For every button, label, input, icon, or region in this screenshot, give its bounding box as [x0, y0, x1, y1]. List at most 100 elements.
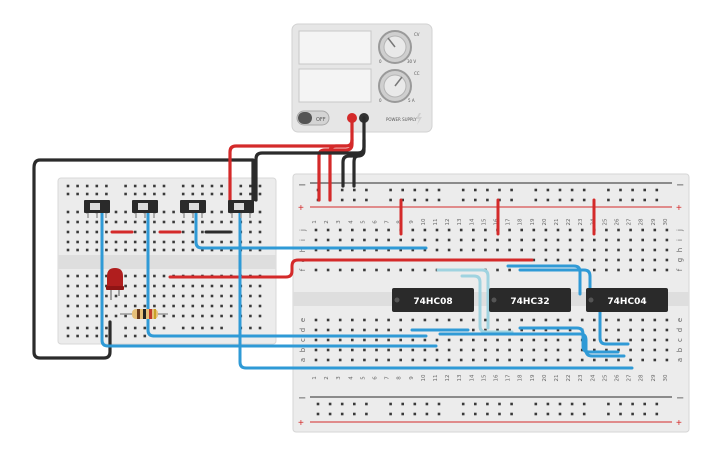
- breadboard-hole[interactable]: [387, 318, 390, 322]
- breadboard-hole[interactable]: [484, 238, 487, 242]
- breadboard-hole[interactable]: [66, 220, 70, 224]
- breadboard-hole[interactable]: [435, 248, 439, 252]
- breadboard-hole[interactable]: [447, 248, 451, 252]
- breadboard-hole[interactable]: [508, 228, 511, 232]
- breadboard-hole[interactable]: [447, 238, 451, 242]
- breadboard-hole[interactable]: [172, 284, 175, 288]
- breadboard-hole[interactable]: [617, 348, 620, 352]
- breadboard-hole[interactable]: [665, 338, 669, 342]
- breadboard-hole[interactable]: [191, 220, 195, 224]
- breadboard-hole[interactable]: [532, 318, 536, 322]
- breadboard-hole[interactable]: [239, 192, 243, 196]
- breadboard-hole[interactable]: [220, 294, 223, 298]
- breadboard-hole[interactable]: [105, 314, 108, 318]
- breadboard-hole[interactable]: [593, 268, 596, 272]
- breadboard-hole[interactable]: [387, 348, 390, 352]
- breadboard-hole[interactable]: [472, 358, 475, 362]
- breadboard-hole[interactable]: [558, 402, 562, 406]
- breadboard-hole[interactable]: [619, 412, 622, 416]
- breadboard-hole[interactable]: [375, 348, 378, 352]
- breadboard-hole[interactable]: [474, 402, 477, 406]
- breadboard-hole[interactable]: [641, 248, 644, 252]
- breadboard-hole[interactable]: [258, 240, 262, 244]
- breadboard-hole[interactable]: [486, 412, 489, 416]
- breadboard-hole[interactable]: [435, 238, 439, 242]
- breadboard-hole[interactable]: [570, 402, 574, 406]
- breadboard-hole[interactable]: [665, 238, 669, 242]
- breadboard-hole[interactable]: [580, 358, 584, 362]
- breadboard-hole[interactable]: [411, 228, 415, 232]
- breadboard-hole[interactable]: [546, 188, 550, 192]
- breadboard-hole[interactable]: [220, 284, 223, 288]
- breadboard-hole[interactable]: [641, 318, 644, 322]
- breadboard-hole[interactable]: [328, 402, 332, 406]
- breadboard-hole[interactable]: [653, 348, 657, 352]
- breadboard-hole[interactable]: [411, 238, 415, 242]
- breadboard-hole[interactable]: [338, 358, 342, 362]
- breadboard-hole[interactable]: [399, 238, 402, 242]
- breadboard-hole[interactable]: [498, 412, 501, 416]
- breadboard-hole[interactable]: [338, 348, 342, 352]
- breadboard-hole[interactable]: [143, 334, 147, 338]
- breadboard-hole[interactable]: [365, 188, 368, 192]
- breadboard-hole[interactable]: [532, 348, 536, 352]
- breadboard-hole[interactable]: [413, 198, 417, 202]
- breadboard-hole[interactable]: [520, 248, 523, 252]
- breadboard-hole[interactable]: [593, 258, 596, 262]
- breadboard-hole[interactable]: [124, 248, 127, 252]
- breadboard-hole[interactable]: [582, 402, 586, 406]
- breadboard-hole[interactable]: [191, 230, 195, 234]
- breadboard-hole[interactable]: [665, 358, 669, 362]
- breadboard-hole[interactable]: [85, 220, 89, 224]
- chip-74hc32[interactable]: 74HC32: [489, 288, 571, 312]
- breadboard-hole[interactable]: [629, 268, 632, 272]
- breadboard-hole[interactable]: [143, 326, 147, 330]
- breadboard-hole[interactable]: [556, 238, 560, 242]
- breadboard-hole[interactable]: [133, 240, 137, 244]
- breadboard-hole[interactable]: [249, 220, 252, 224]
- breadboard-hole[interactable]: [498, 188, 501, 192]
- power-switch[interactable]: OFF: [296, 110, 330, 126]
- breadboard-hole[interactable]: [544, 238, 548, 242]
- breadboard-hole[interactable]: [544, 348, 548, 352]
- breadboard-hole[interactable]: [643, 412, 646, 416]
- breadboard-hole[interactable]: [447, 358, 451, 362]
- breadboard-hole[interactable]: [314, 358, 318, 362]
- breadboard-hole[interactable]: [484, 228, 487, 232]
- breadboard-hole[interactable]: [665, 318, 669, 322]
- breadboard-hole[interactable]: [210, 220, 214, 224]
- breadboard-hole[interactable]: [249, 304, 252, 308]
- breadboard-hole[interactable]: [387, 248, 390, 252]
- wire-red-long[interactable]: [168, 258, 534, 279]
- breadboard-hole[interactable]: [363, 268, 366, 272]
- breadboard-hole[interactable]: [95, 248, 99, 252]
- breadboard-hole[interactable]: [631, 188, 634, 192]
- breadboard-hole[interactable]: [617, 358, 620, 362]
- breadboard-hole[interactable]: [593, 248, 596, 252]
- breadboard-hole[interactable]: [605, 228, 608, 232]
- breadboard-hole[interactable]: [413, 188, 417, 192]
- wire-blue-3[interactable]: [146, 208, 428, 338]
- breadboard-hole[interactable]: [653, 318, 657, 322]
- breadboard-hole[interactable]: [472, 248, 475, 252]
- breadboard-hole[interactable]: [201, 304, 204, 308]
- breadboard-hole[interactable]: [124, 314, 127, 318]
- breadboard-hole[interactable]: [582, 198, 586, 202]
- breadboard-hole[interactable]: [568, 348, 572, 352]
- breadboard-hole[interactable]: [181, 304, 185, 308]
- breadboard-hole[interactable]: [105, 248, 108, 252]
- breadboard-hole[interactable]: [425, 412, 429, 416]
- breadboard-hole[interactable]: [556, 338, 560, 342]
- breadboard-hole[interactable]: [191, 294, 195, 298]
- breadboard-hole[interactable]: [66, 184, 70, 188]
- breadboard-hole[interactable]: [124, 284, 127, 288]
- breadboard-hole[interactable]: [338, 328, 342, 332]
- breadboard-hole[interactable]: [201, 230, 204, 234]
- breadboard-hole[interactable]: [258, 314, 262, 318]
- breadboard-hole[interactable]: [423, 338, 427, 342]
- breadboard-hole[interactable]: [459, 228, 463, 232]
- breadboard-hole[interactable]: [220, 210, 223, 214]
- breadboard-hole[interactable]: [375, 248, 378, 252]
- breadboard-hole[interactable]: [162, 248, 166, 252]
- breadboard-hole[interactable]: [105, 240, 108, 244]
